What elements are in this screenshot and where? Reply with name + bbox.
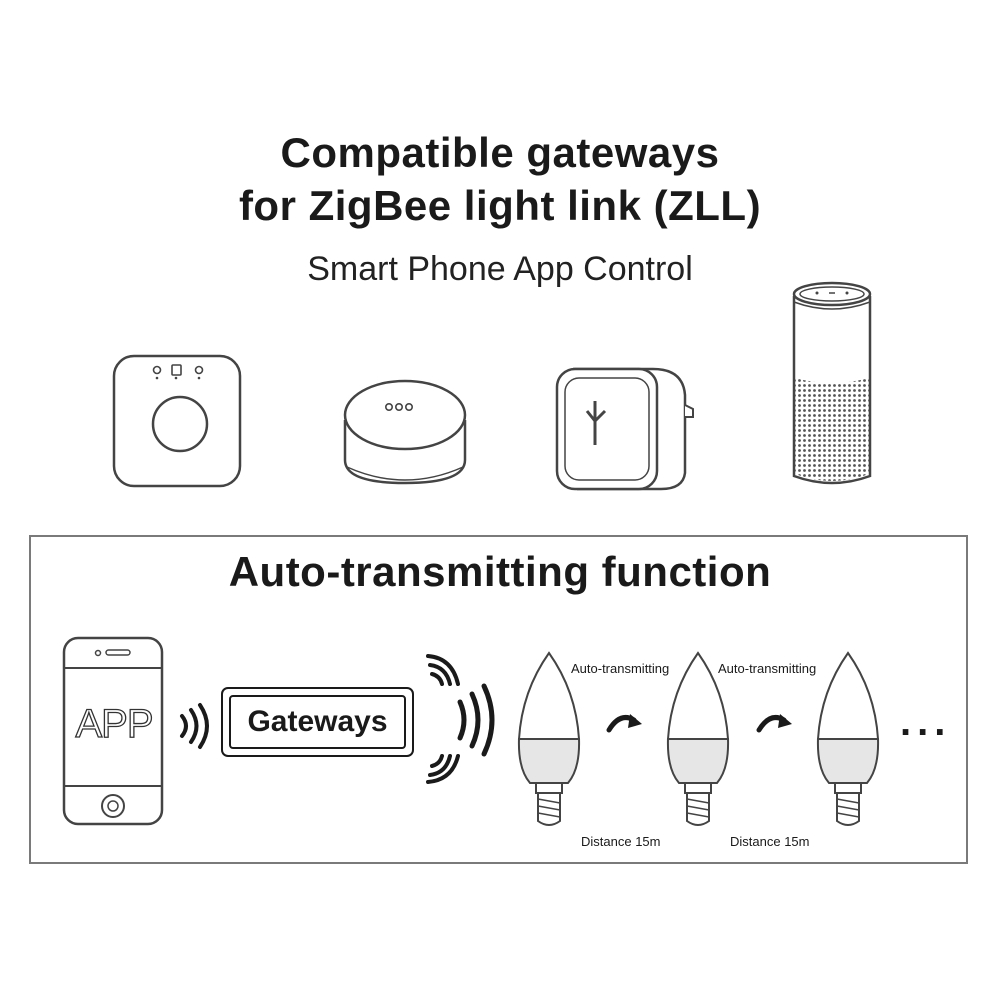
auto-transmitting-label-2: Auto-transmitting	[718, 661, 817, 676]
candle-bulb-icon	[517, 651, 581, 826]
broadcast-waves-icon	[426, 654, 495, 784]
round-hub-icon	[343, 379, 467, 485]
distance-label-1: Distance 15m	[581, 834, 661, 849]
smart-speaker-icon	[792, 281, 872, 485]
candle-bulb-icon	[666, 651, 730, 826]
title-line-2: for ZigBee light link (ZLL)	[238, 182, 762, 229]
phone-icon	[62, 636, 164, 826]
candle-bulb-icon	[816, 651, 880, 826]
panel-title: Auto-transmitting function	[228, 548, 772, 595]
gateways-label: Gateways	[229, 695, 406, 749]
ellipsis: ...	[900, 700, 952, 744]
subtitle: Smart Phone App Control	[307, 250, 693, 288]
signal-waves-icon	[180, 703, 209, 749]
auto-transmit-panel	[29, 535, 968, 864]
gateways-box: Gateways	[221, 687, 414, 757]
plug-in-gateway-icon	[555, 367, 694, 491]
auto-transmitting-label-1: Auto-transmitting	[571, 661, 670, 676]
distance-label-2: Distance 15m	[730, 834, 810, 849]
title-line-1: Compatible gateways	[280, 129, 720, 176]
app-label: APP	[75, 701, 154, 746]
hub-square-icon	[112, 354, 242, 488]
curved-arrow-icon	[756, 714, 792, 733]
curved-arrow-icon	[606, 714, 642, 733]
